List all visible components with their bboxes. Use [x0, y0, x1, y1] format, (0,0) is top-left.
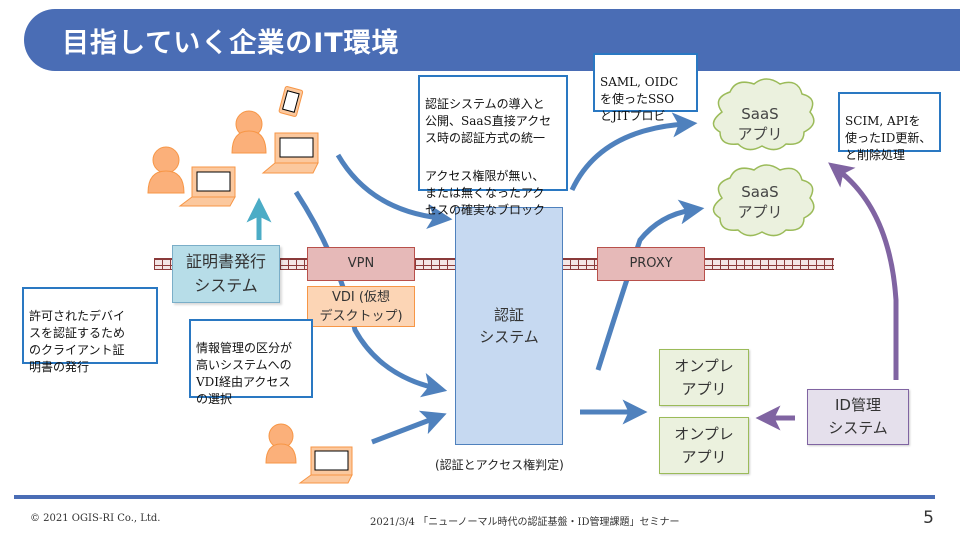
note-client-cert-text: 許可されたデバイ スを認証するため のクライアント証 明書の発行	[29, 309, 126, 374]
note-access-block-text: アクセス権限が無い、 または無くなったアク セスの確実なブロック	[425, 169, 546, 217]
note-scim-text: SCIM, APIを 使ったID更新、 と削除処理	[845, 114, 932, 162]
vdi-label: VDI (仮想 デスクトップ)	[319, 289, 403, 324]
proxy-label: PROXY	[629, 256, 673, 271]
onprem-app-label: オンプレ アプリ	[674, 424, 734, 466]
vpn-box: VPN	[307, 247, 415, 281]
saas-app-label: SaaS アプリ	[737, 183, 783, 221]
laptop-icon	[261, 132, 319, 174]
note-auth-intro-text: 認証システムの導入と 公開、SaaS直接アクセ ス時の認証方式の統一	[425, 97, 552, 145]
firewall-wall	[280, 258, 308, 270]
onprem-app-label: オンプレ アプリ	[674, 356, 734, 398]
laptop-icon	[178, 166, 236, 207]
auth-system-box: 認証 システム	[455, 207, 563, 445]
page-number: 5	[923, 508, 934, 528]
id-management-system-box: ID管理 システム	[807, 389, 909, 445]
laptop-icon	[298, 446, 353, 484]
user-icon	[231, 110, 267, 154]
smartphone-icon	[278, 86, 304, 117]
note-sso: SAML, OIDC を使ったSSO とJITプロビ	[593, 53, 698, 123]
note-sso-text: SAML, OIDC を使ったSSO とJITプロビ	[600, 75, 679, 123]
footer-event: 2021/3/4 「ニューノーマル時代の認証基盤・ID管理課題」セミナー	[370, 517, 680, 528]
title-bar: 目指していく企業のIT環境	[24, 9, 960, 71]
note-vdi-select: 情報管理の区分が 高いシステムへの VDI経由アクセス の選択	[189, 319, 313, 406]
firewall-wall	[704, 258, 834, 270]
arrow-auth-through-proxy	[595, 199, 705, 371]
arrow-idm-to-saas	[828, 162, 899, 380]
auth-system-label: 認証 システム	[479, 306, 539, 346]
note-auth-intro: 認証システムの導入と 公開、SaaS直接アクセ ス時の認証方式の統一 アクセス権…	[418, 75, 568, 217]
firewall-wall	[415, 258, 455, 270]
auth-judgement-caption: (認証とアクセス権判定)	[435, 458, 564, 472]
saas-cloud-1	[712, 78, 815, 151]
onprem-app-box: オンプレ アプリ	[659, 349, 749, 406]
user-icon	[147, 146, 185, 194]
firewall-wall	[562, 258, 598, 270]
footer-copyright: © 2021 OGIS-RI Co., Ltd.	[30, 513, 161, 524]
arrow-users-through-vpn	[293, 190, 448, 398]
firewall-wall	[154, 258, 174, 270]
user-icon	[265, 423, 297, 464]
vpn-label: VPN	[347, 256, 375, 271]
page-title: 目指していく企業のIT環境	[62, 28, 400, 59]
saas-app-label: SaaS アプリ	[737, 105, 783, 143]
note-scim: SCIM, APIを 使ったID更新、 と削除処理	[838, 92, 941, 162]
note-vdi-select-text: 情報管理の区分が 高いシステムへの VDI経由アクセス の選択	[196, 341, 293, 406]
cert-issuing-system-label: 証明書発行 システム	[185, 252, 266, 295]
arrow-users-to-auth-top	[335, 153, 453, 229]
saas-cloud-2	[712, 164, 815, 237]
arrow-auth-to-saas-1	[569, 112, 698, 192]
cert-issuing-system-box: 証明書発行 システム	[172, 245, 280, 303]
arrow-remote-user-to-auth	[371, 410, 447, 445]
footer-divider	[14, 495, 935, 499]
onprem-app-box: オンプレ アプリ	[659, 417, 749, 474]
vdi-box: VDI (仮想 デスクトップ)	[307, 286, 415, 327]
id-management-system-label: ID管理 システム	[828, 396, 888, 437]
proxy-box: PROXY	[597, 247, 705, 281]
note-client-cert: 許可されたデバイ スを認証するため のクライアント証 明書の発行	[22, 287, 158, 374]
